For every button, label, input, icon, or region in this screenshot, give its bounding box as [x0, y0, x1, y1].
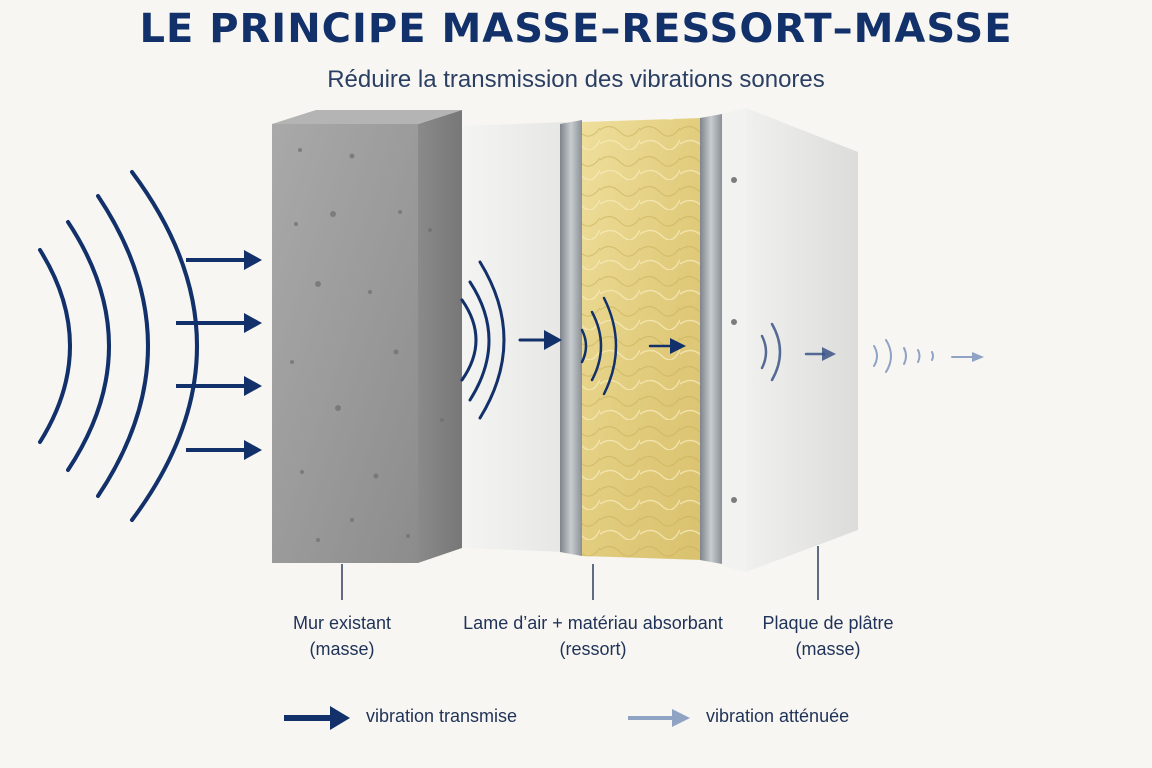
label-wall: Mur existant (masse)	[250, 610, 434, 662]
plaster-waves	[760, 322, 826, 382]
plaster-arrow	[822, 347, 836, 361]
air-gap-arrow	[544, 330, 562, 350]
mineral-wool	[582, 118, 702, 560]
label-air: Lame d’air + matériau absorbant (ressort…	[450, 610, 736, 662]
incoming-arrows	[176, 250, 262, 460]
page-subtitle: Réduire la transmission des vibrations s…	[327, 66, 825, 93]
wool-arrow	[670, 338, 686, 354]
metal-stud-right	[700, 114, 722, 564]
label-air-line2: (ressort)	[559, 639, 627, 659]
legend-transmitted-icon	[284, 706, 350, 730]
wool-waves	[580, 296, 674, 396]
label-wall-line2: (masse)	[309, 639, 375, 659]
legend-attenuated-label: vibration atténuée	[706, 706, 850, 726]
label-plaster-line2: (masse)	[795, 639, 861, 659]
plasterboard	[722, 108, 858, 572]
concrete-wall	[272, 110, 462, 563]
fading-arrow	[972, 352, 984, 362]
legend-transmitted-label: vibration transmise	[366, 706, 518, 726]
leader-lines	[341, 546, 819, 600]
page-title: LE PRINCIPE MASSE–RESSORT–MASSE	[139, 6, 1013, 52]
label-plaster: Plaque de plâtre (masse)	[740, 610, 916, 662]
label-air-line1: Lame d’air + matériau absorbant	[463, 613, 723, 633]
label-plaster-line1: Plaque de plâtre	[762, 613, 894, 633]
fading-waves	[873, 339, 975, 373]
metal-stud-left	[560, 120, 582, 556]
incoming-sound-waves	[38, 170, 199, 522]
air-gap-waves	[460, 260, 548, 420]
air-gap	[462, 122, 566, 552]
label-wall-line1: Mur existant	[292, 613, 392, 633]
legend-attenuated-icon	[628, 709, 690, 727]
